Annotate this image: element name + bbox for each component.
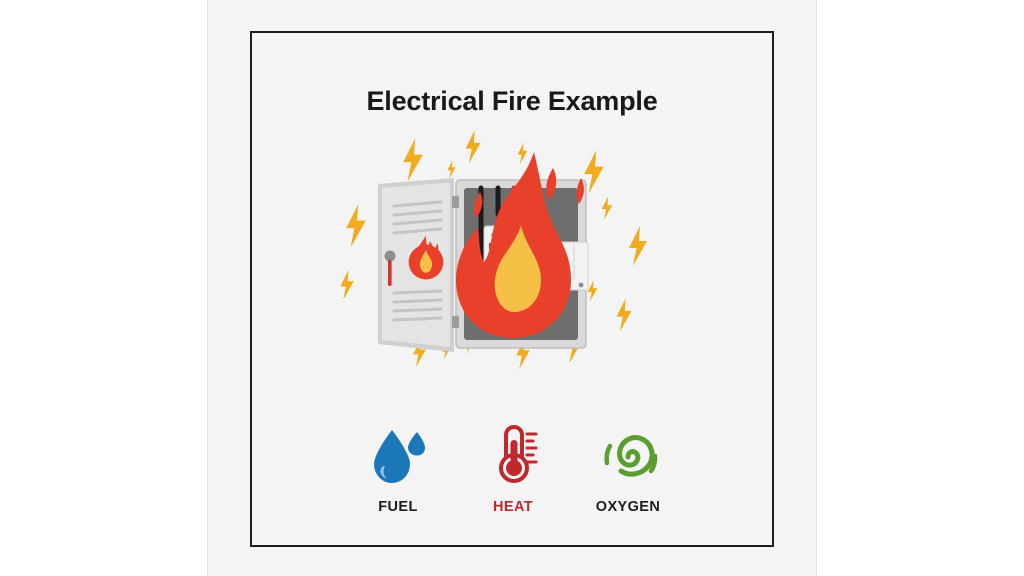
- thermometer-icon: [486, 420, 540, 486]
- fire-triangle-item-heat: HEAT: [463, 420, 563, 515]
- fire-triangle-label-fuel: FUEL: [378, 499, 418, 515]
- water-drop-icon: [371, 420, 425, 486]
- poster-inner-border: [250, 31, 774, 547]
- panel-door: [378, 178, 459, 352]
- fire-triangle-row: FUEL: [348, 405, 678, 515]
- door-handle: [384, 250, 396, 286]
- page-title: Electrical Fire Example: [366, 86, 658, 116]
- fire-triangle-item-oxygen: OXYGEN: [578, 420, 678, 515]
- electrical-fire-illustration: [338, 130, 698, 390]
- main-flame: [456, 152, 584, 338]
- fire-triangle-label-oxygen: OXYGEN: [595, 499, 661, 515]
- fire-triangle-item-fuel: FUEL: [348, 420, 448, 515]
- poster-card: Electrical Fire Example: [208, 0, 816, 576]
- fire-triangle-label-heat: HEAT: [493, 499, 533, 515]
- swirl-icon: [597, 420, 659, 486]
